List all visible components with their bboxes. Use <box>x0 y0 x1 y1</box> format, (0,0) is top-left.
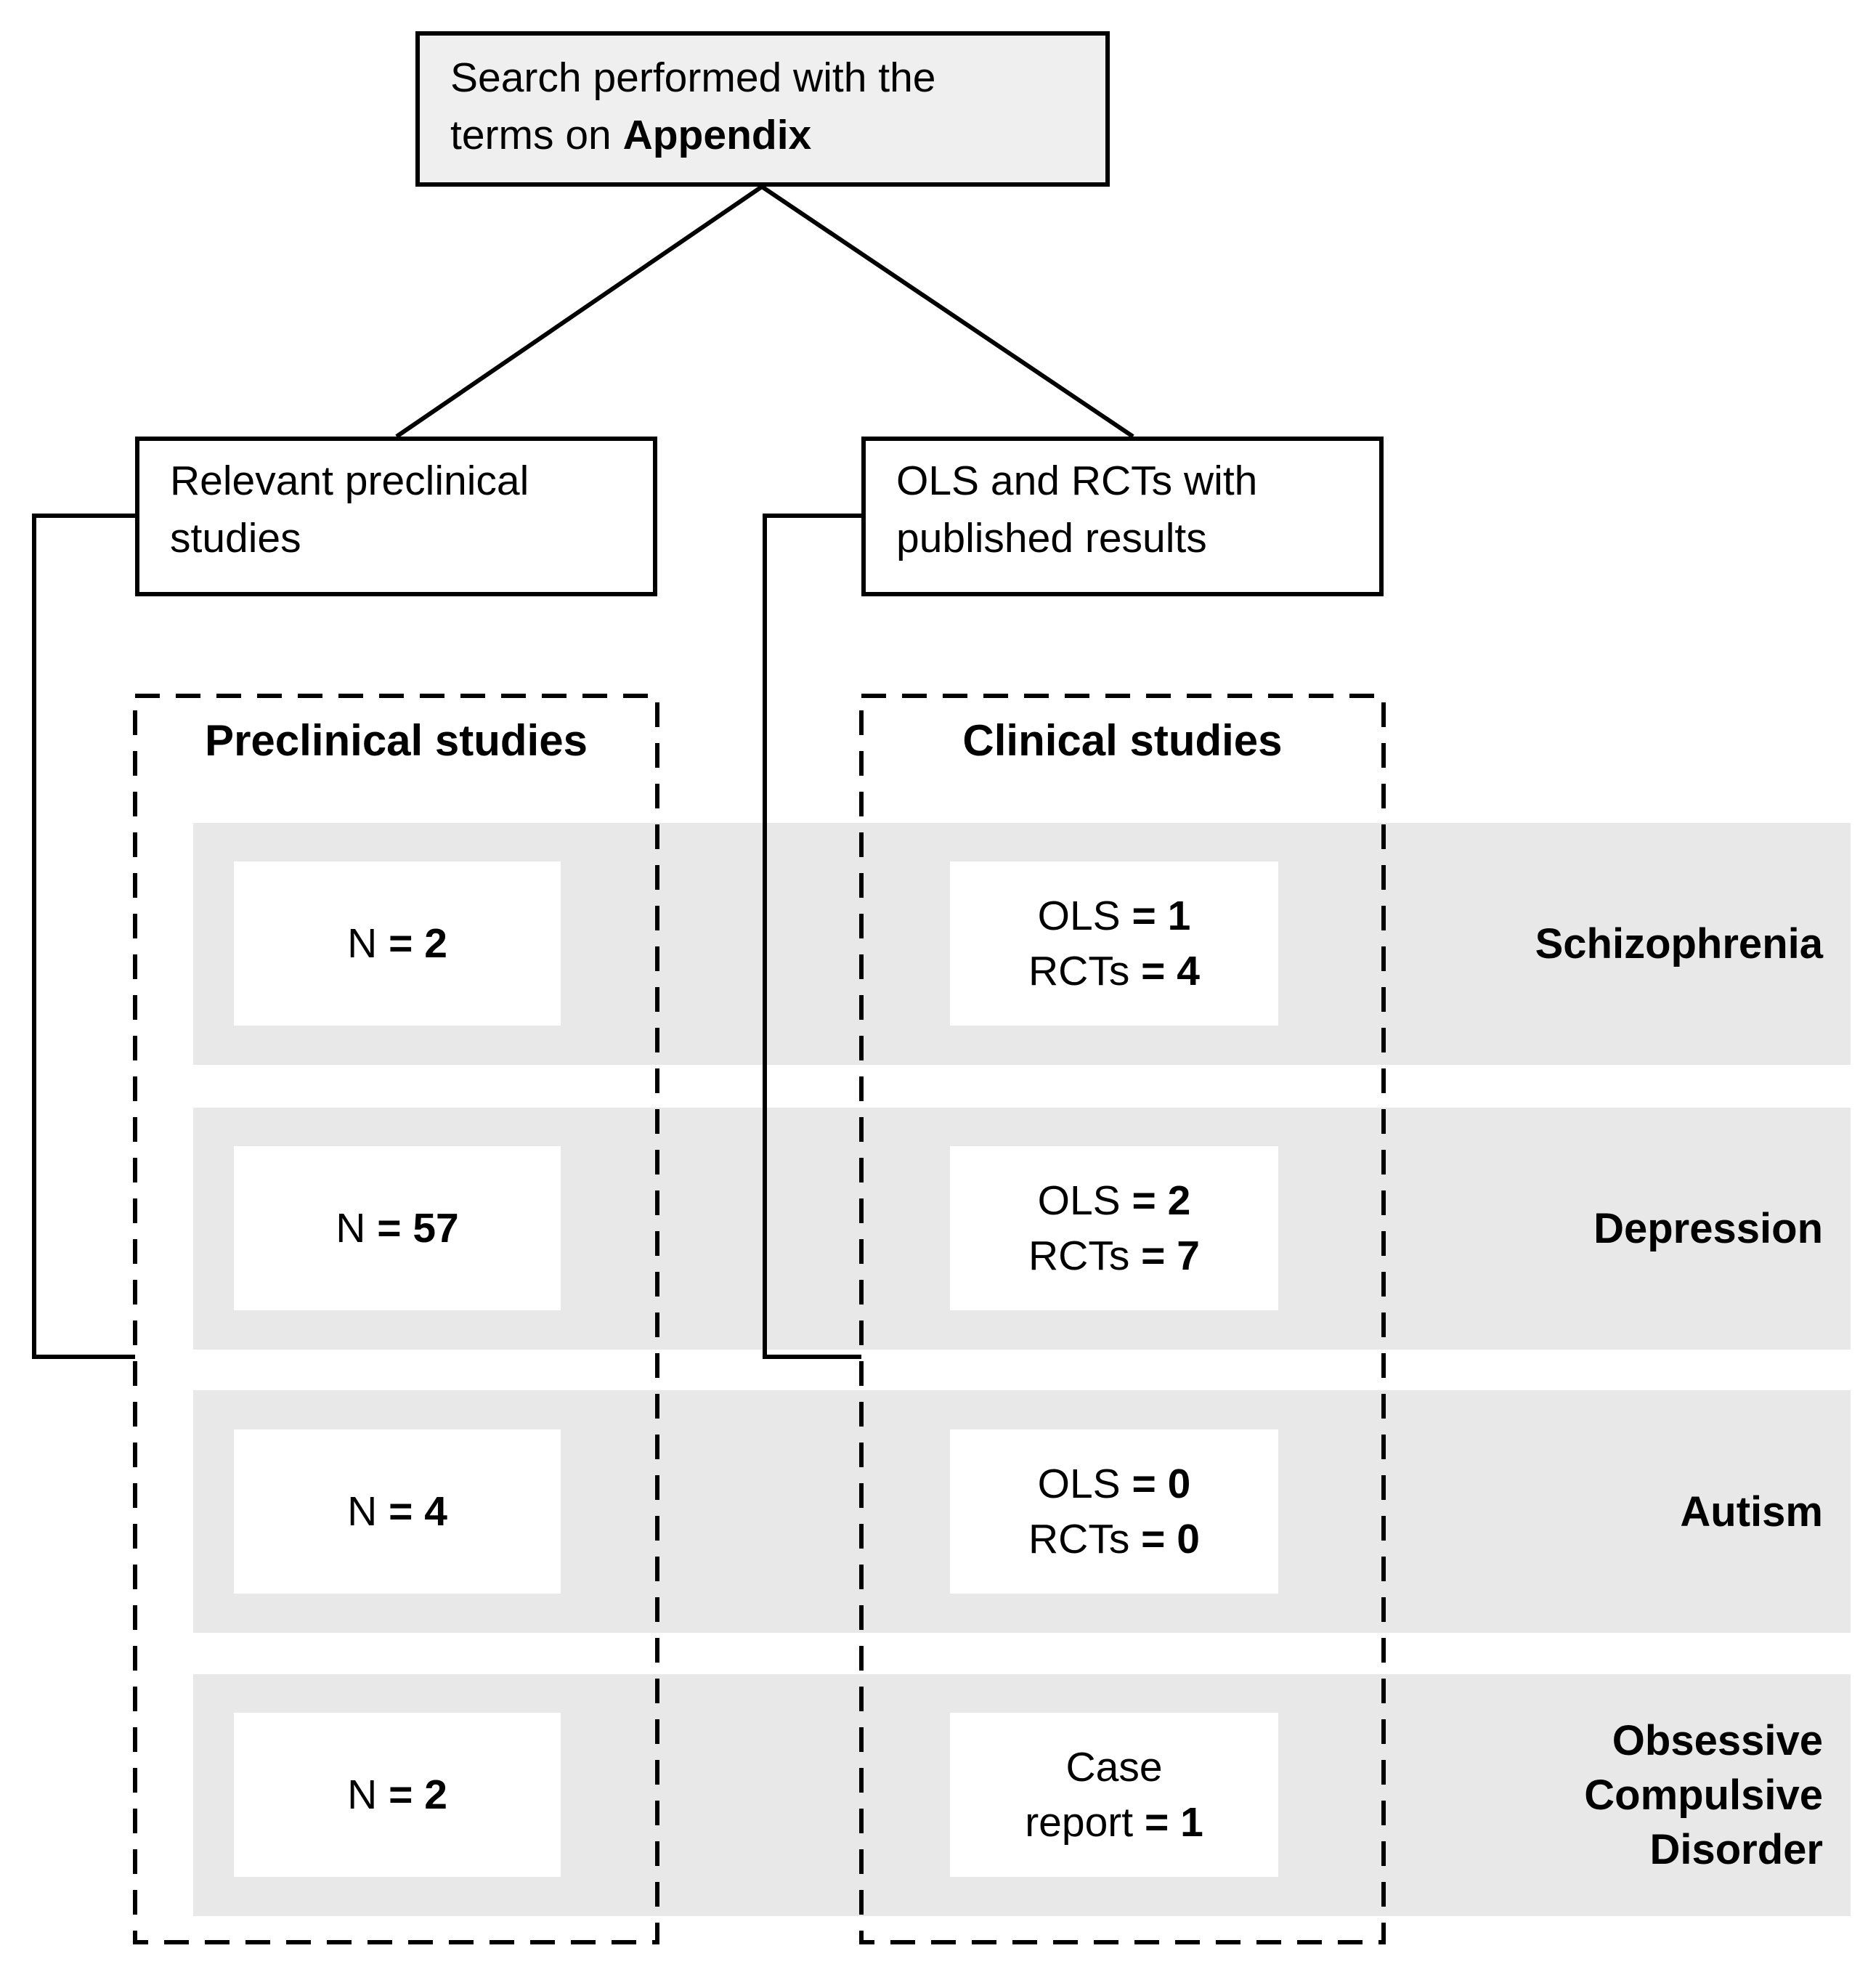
search-terms-box: Search performed with the terms on Appen… <box>415 31 1110 187</box>
clinical-panel-title: Clinical studies <box>962 716 1283 765</box>
ols-rcts-text: OLS and RCTs with published results <box>896 458 1258 561</box>
clinical-count-box: OLS = 2 RCTs = 7 <box>950 1146 1278 1310</box>
clinical-panel-border <box>859 694 1386 1944</box>
preclinical-count-box: N = 2 <box>234 861 561 1026</box>
relevant-preclinical-text: Relevant preclinical studies <box>170 458 529 561</box>
preclinical-count-box: N = 57 <box>234 1146 561 1310</box>
connector-clinical-elbow <box>763 514 861 1359</box>
search-terms-line2: terms on Appendix <box>450 112 812 158</box>
ols-rcts-box: OLS and RCTs with published results <box>861 437 1384 596</box>
preclinical-count-box: N = 4 <box>234 1429 561 1594</box>
connector-top-to-preclinical <box>395 184 763 439</box>
search-terms-line1: Search performed with the <box>450 54 936 101</box>
relevant-preclinical-box: Relevant preclinical studies <box>135 437 657 596</box>
preclinical-panel-title: Preclinical studies <box>205 716 588 765</box>
connector-preclinical-elbow <box>32 514 135 1359</box>
connector-top-to-clinical <box>760 184 1134 439</box>
clinical-count-box: Case report = 1 <box>950 1713 1278 1877</box>
preclinical-count-box: N = 2 <box>234 1713 561 1877</box>
condition-label-depression: Depression <box>1593 1205 1823 1252</box>
preclinical-panel-border <box>133 694 659 1944</box>
appendix-bold-text: Appendix <box>622 112 812 158</box>
condition-label-ocd: Obsessive Compulsive Disorder <box>1584 1717 1823 1873</box>
condition-label-schizophrenia: Schizophrenia <box>1535 920 1823 967</box>
clinical-count-box: OLS = 0 RCTs = 0 <box>950 1429 1278 1594</box>
clinical-count-box: OLS = 1 RCTs = 4 <box>950 861 1278 1026</box>
condition-label-autism: Autism <box>1680 1488 1823 1535</box>
